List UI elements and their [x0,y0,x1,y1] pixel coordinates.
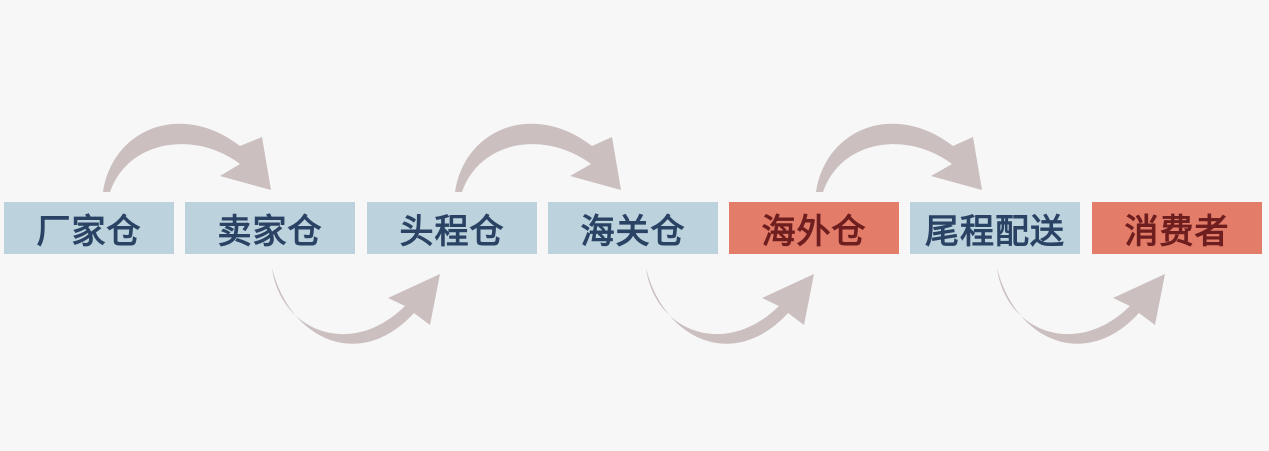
step-customs-warehouse: 海关仓 [548,202,718,254]
arrow-icon [103,123,271,192]
step-first-leg-warehouse: 头程仓 [367,202,537,254]
arrow-icon [997,268,1165,344]
step-last-mile-delivery: 尾程配送 [910,202,1080,254]
step-consumer: 消费者 [1092,202,1262,254]
step-factory-warehouse: 厂家仓 [4,202,174,254]
arrow-icon [272,268,440,344]
arrow-icon [455,123,621,192]
arrow-icon [816,123,982,192]
step-seller-warehouse: 卖家仓 [185,202,355,254]
step-overseas-warehouse: 海外仓 [729,202,899,254]
arrow-icon [646,268,814,344]
